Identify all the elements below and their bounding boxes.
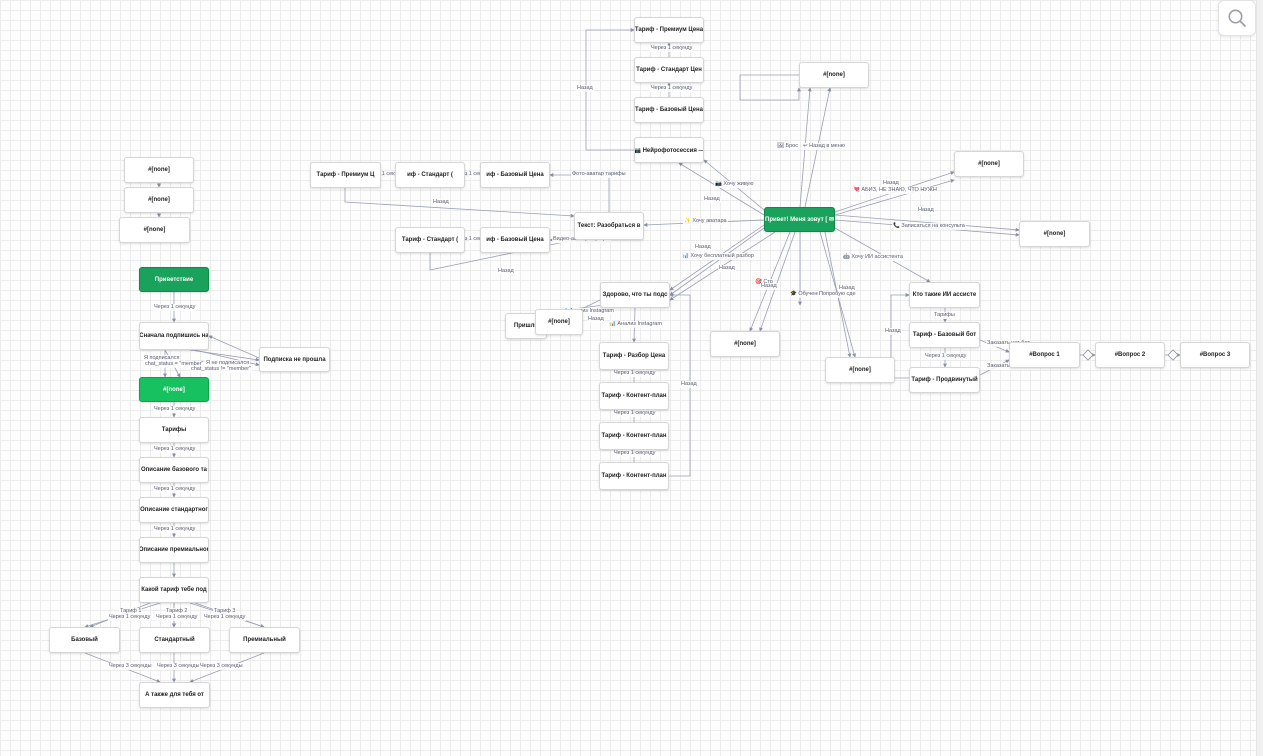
flow-node-row1-base[interactable]: иф - Базовый Цена [480, 162, 550, 188]
flow-node-row1-std[interactable]: иф - Стандарт ( [395, 162, 465, 188]
flow-node-premium[interactable]: Премиальный [229, 627, 300, 653]
flow-node-cp2[interactable]: Тариф - Контент-план [599, 422, 669, 450]
flow-node-std-price[interactable]: Тариф - Стандарт Цен [634, 57, 704, 83]
flow-node-q1[interactable]: #Вопрос 1 [1009, 342, 1080, 368]
flow-edge-e3[interactable] [585, 28, 635, 151]
flow-edge-e45[interactable] [194, 349, 260, 367]
flow-edge-e35[interactable] [669, 293, 691, 477]
flow-edge-e22[interactable] [669, 231, 776, 301]
flow-node-cp1[interactable]: Тариф - Контент-план [599, 382, 669, 410]
flow-edge-e23[interactable] [834, 227, 931, 283]
search-icon [1228, 9, 1246, 27]
flow-edge-e10[interactable] [834, 214, 1020, 232]
flow-edge-e56[interactable] [194, 602, 265, 628]
flow-edge-e24[interactable] [749, 231, 791, 332]
flow-edge-e21[interactable] [669, 227, 765, 296]
flow-node-photo[interactable]: 📷 Нейрофотосессия — [634, 137, 704, 163]
flow-node-row2-std[interactable]: Тариф - Стандарт ( [395, 227, 465, 253]
flow-node-hello[interactable]: Здорово, что ты подс [600, 282, 670, 308]
flow-node-left2[interactable]: #[none] [124, 187, 194, 213]
flow-edge-e12[interactable] [643, 219, 765, 227]
flow-node-desc-std[interactable]: Описание стандартног [139, 497, 209, 523]
flow-node-none-ig[interactable]: #[none] [535, 309, 583, 335]
flow-node-none-r2[interactable]: #[none] [1019, 221, 1090, 247]
flow-node-none-top[interactable]: #[none] [799, 62, 869, 88]
search-button[interactable] [1218, 0, 1256, 36]
flow-edge-e13[interactable] [549, 173, 610, 212]
flow-node-adv[interactable]: Тариф - Продвинутый [909, 367, 980, 393]
flow-connector [739, 74, 801, 101]
flow-node-none-r1[interactable]: #[none] [954, 151, 1024, 177]
flow-node-base-price[interactable]: Тариф - Базовый Цена [634, 97, 704, 123]
flow-edge-e38[interactable] [890, 293, 910, 379]
flow-node-none-lg[interactable]: #[none] [139, 377, 209, 402]
flow-node-subfail[interactable]: Подписка не прошла [259, 347, 330, 372]
flow-edge-e40[interactable] [979, 359, 1010, 376]
flow-node-prem-price[interactable]: Тариф - Премиум Цена [634, 17, 704, 43]
flow-node-standard[interactable]: Стандартный [139, 627, 210, 653]
flow-edge-e46[interactable] [208, 335, 260, 359]
flow-node-desc-prem[interactable]: Описание премиальног [139, 537, 209, 563]
flow-edge-e16[interactable] [344, 188, 575, 218]
scrollbar-track[interactable] [1256, 0, 1263, 756]
flow-edge-e7[interactable] [678, 162, 765, 216]
flow-node-desc-base[interactable]: Описание базового та [139, 457, 209, 483]
flow-node-cp3[interactable]: Тариф - Контент-план [599, 462, 669, 490]
flow-edge-e28[interactable] [824, 231, 852, 358]
flow-node-left1[interactable]: #[none] [124, 157, 194, 183]
flow-node-sub[interactable]: Сначала подпишись на [139, 322, 209, 350]
flow-edge-e51[interactable] [84, 602, 161, 628]
condition-diamond-icon[interactable] [1082, 349, 1094, 361]
flow-node-greet[interactable]: Приветствие [139, 267, 209, 292]
flow-node-basic[interactable]: Базовый [49, 627, 120, 653]
flow-node-row2-base[interactable]: иф - Базовый Цена [480, 227, 550, 253]
flow-node-q2[interactable]: #Вопрос 2 [1095, 342, 1165, 368]
flow-node-text[interactable]: Текст: Разобраться в [574, 212, 644, 240]
flow-node-none-mid[interactable]: #[none] [710, 331, 780, 357]
condition-diamond-icon[interactable] [1167, 349, 1179, 361]
flow-node-base-bot[interactable]: Тариф - Базовый бот [909, 322, 980, 348]
flow-edge-e25[interactable] [759, 231, 796, 332]
flow-node-q3[interactable]: #Вопрос 3 [1180, 342, 1250, 368]
flow-edge-e31[interactable] [632, 307, 637, 343]
flow-node-also[interactable]: А также для тебя от [139, 682, 210, 708]
flow-edge-e6[interactable] [703, 159, 765, 211]
flow-edge-e59[interactable] [189, 652, 265, 683]
flow-node-none-bot[interactable]: #[none] [825, 357, 895, 383]
flow-node-main[interactable]: Привет! Меня зовут [ ✉ [764, 207, 835, 232]
flow-edge-e57[interactable] [84, 652, 161, 683]
flow-node-tariffs[interactable]: Тарифы [139, 417, 209, 443]
flow-node-who[interactable]: Кто такие ИИ ассисте [909, 282, 980, 308]
flow-edge-e9[interactable] [834, 179, 955, 216]
flow-edge-e39[interactable] [979, 339, 1010, 353]
flow-node-which[interactable]: Какой тариф тебе под [139, 577, 209, 603]
flow-edge-e20[interactable] [669, 224, 765, 291]
flow-node-left3[interactable]: #[none] [119, 217, 190, 243]
flow-edge-e8[interactable] [834, 171, 955, 213]
flow-edge-e52[interactable] [89, 602, 151, 628]
flow-edge-e43[interactable] [164, 349, 181, 378]
flow-node-razbor[interactable]: Тариф - Разбор Цена [599, 342, 669, 370]
flow-node-row1-prem[interactable]: Тариф - Премиум Ц [310, 162, 381, 188]
